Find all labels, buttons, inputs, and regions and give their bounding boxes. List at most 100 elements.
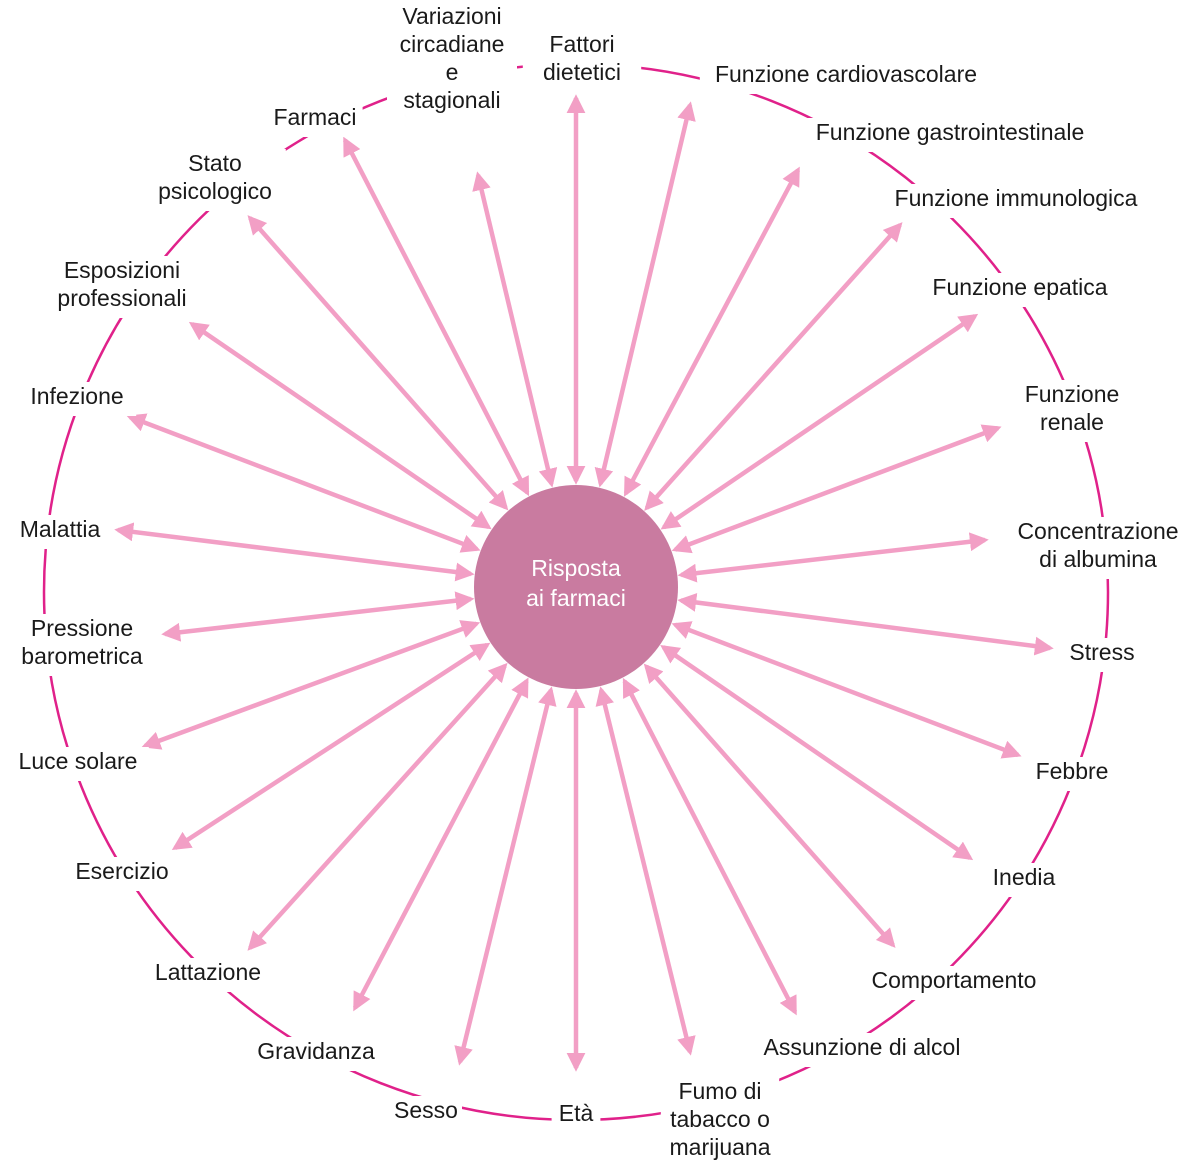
factor-label-line: Infezione [30, 383, 123, 409]
label-background [17, 382, 137, 416]
label-background [39, 256, 205, 318]
arrow-stress [677, 593, 1054, 656]
factor-assunzione-alcol: Assunzione di alcol [744, 1033, 980, 1067]
factor-label-line: e [446, 59, 459, 85]
label-background [1009, 517, 1187, 579]
factor-label-line: Inedia [993, 864, 1056, 890]
factor-label-line: Assunzione di alcol [764, 1034, 961, 1060]
arrow-concentrazione-albumina [677, 532, 989, 583]
factor-label: Esercizio [75, 858, 168, 884]
factor-sesso: Sesso [390, 1096, 462, 1130]
label-background [1018, 380, 1126, 442]
arrow-luce-solare [141, 620, 481, 750]
factor-label-line: Pressione [31, 615, 133, 641]
arrow-variazioni-circadiane [472, 171, 558, 488]
factor-label-line: Esposizioni [64, 257, 180, 283]
factor-label-line: Funzione immunologica [895, 185, 1138, 211]
factor-febbre: Febbre [1030, 757, 1114, 791]
factor-label-line: Lattazione [155, 959, 261, 985]
factor-label-line: circadiane [400, 31, 505, 57]
factor-label-line: tabacco o [670, 1106, 770, 1132]
factor-funzione-immunologica: Funzione immunologica [887, 184, 1145, 218]
arrow-funzione-cardiovascolare [594, 101, 696, 488]
factor-label: Luce solare [19, 748, 138, 774]
factor-funzione-gastrointestinale: Funzione gastrointestinale [792, 118, 1108, 152]
factor-label-line: Fumo di [678, 1078, 761, 1104]
factor-label-line: dietetici [543, 59, 621, 85]
factor-label-line: stagionali [403, 87, 500, 113]
label-background [1030, 757, 1114, 791]
factor-label-line: Esercizio [75, 858, 168, 884]
factor-label-line: Funzione gastrointestinale [816, 119, 1085, 145]
factor-label-line: di albumina [1039, 546, 1157, 572]
label-background [699, 60, 993, 94]
factor-inedia: Inedia [982, 863, 1066, 897]
label-background [1060, 638, 1144, 672]
label-background [551, 1099, 601, 1133]
factor-luce-solare: Luce solare [7, 747, 149, 781]
factor-label-line: professionali [57, 285, 186, 311]
factor-label: Funzione cardiovascolare [715, 61, 977, 87]
label-background [144, 149, 286, 211]
label-background [887, 184, 1145, 218]
factor-label-line: Stress [1069, 639, 1134, 665]
factor-label: Funzione gastrointestinale [816, 119, 1085, 145]
arrow-sesso [454, 686, 557, 1066]
factor-stress: Stress [1060, 638, 1144, 672]
label-background [390, 1096, 462, 1130]
factor-eta: Età [551, 1099, 601, 1133]
label-background [387, 2, 517, 120]
label-background [62, 857, 182, 891]
factor-funzione-cardiovascolare: Funzione cardiovascolare [699, 60, 993, 94]
arrow-lattazione [247, 662, 508, 951]
arrow-gravidanza [353, 677, 529, 1012]
factor-label-line: Sesso [394, 1097, 458, 1123]
arrow-fumo [595, 686, 696, 1056]
factor-gravidanza: Gravidanza [251, 1037, 381, 1071]
label-background [871, 966, 1037, 1000]
label-background [143, 958, 273, 992]
factor-label-line: Concentrazione [1017, 518, 1178, 544]
label-background [522, 30, 642, 92]
factor-malattia: Malattia [6, 515, 114, 549]
arrows-group [114, 94, 1054, 1072]
factor-label: Stress [1069, 639, 1134, 665]
arrow-funzione-gastrointestinale [623, 166, 800, 497]
arrow-stato-psicologico [247, 215, 509, 511]
factor-label-line: Età [559, 1100, 594, 1126]
factor-label: Funzione immunologica [895, 185, 1138, 211]
factor-label-line: Funzione epatica [932, 274, 1107, 300]
arrow-funzione-renale [671, 424, 1002, 554]
factor-label: Lattazione [155, 959, 261, 985]
center-label-line: Risposta [531, 555, 621, 581]
factor-esercizio: Esercizio [62, 857, 182, 891]
factor-label: Malattia [20, 516, 101, 542]
center-label-line: ai farmaci [526, 585, 626, 611]
arrow-farmaci [343, 136, 530, 497]
factor-label: Infezione [30, 383, 123, 409]
label-background [982, 863, 1066, 897]
label-background [744, 1033, 980, 1067]
factor-lattazione: Lattazione [143, 958, 273, 992]
factor-comportamento: Comportamento [871, 966, 1037, 1000]
arrow-malattia [114, 522, 475, 582]
arrow-comportamento [643, 663, 896, 948]
arrow-assunzione-alcol [622, 677, 798, 1016]
factor-label-line: barometrica [21, 643, 143, 669]
factor-label: Comportamento [872, 967, 1037, 993]
